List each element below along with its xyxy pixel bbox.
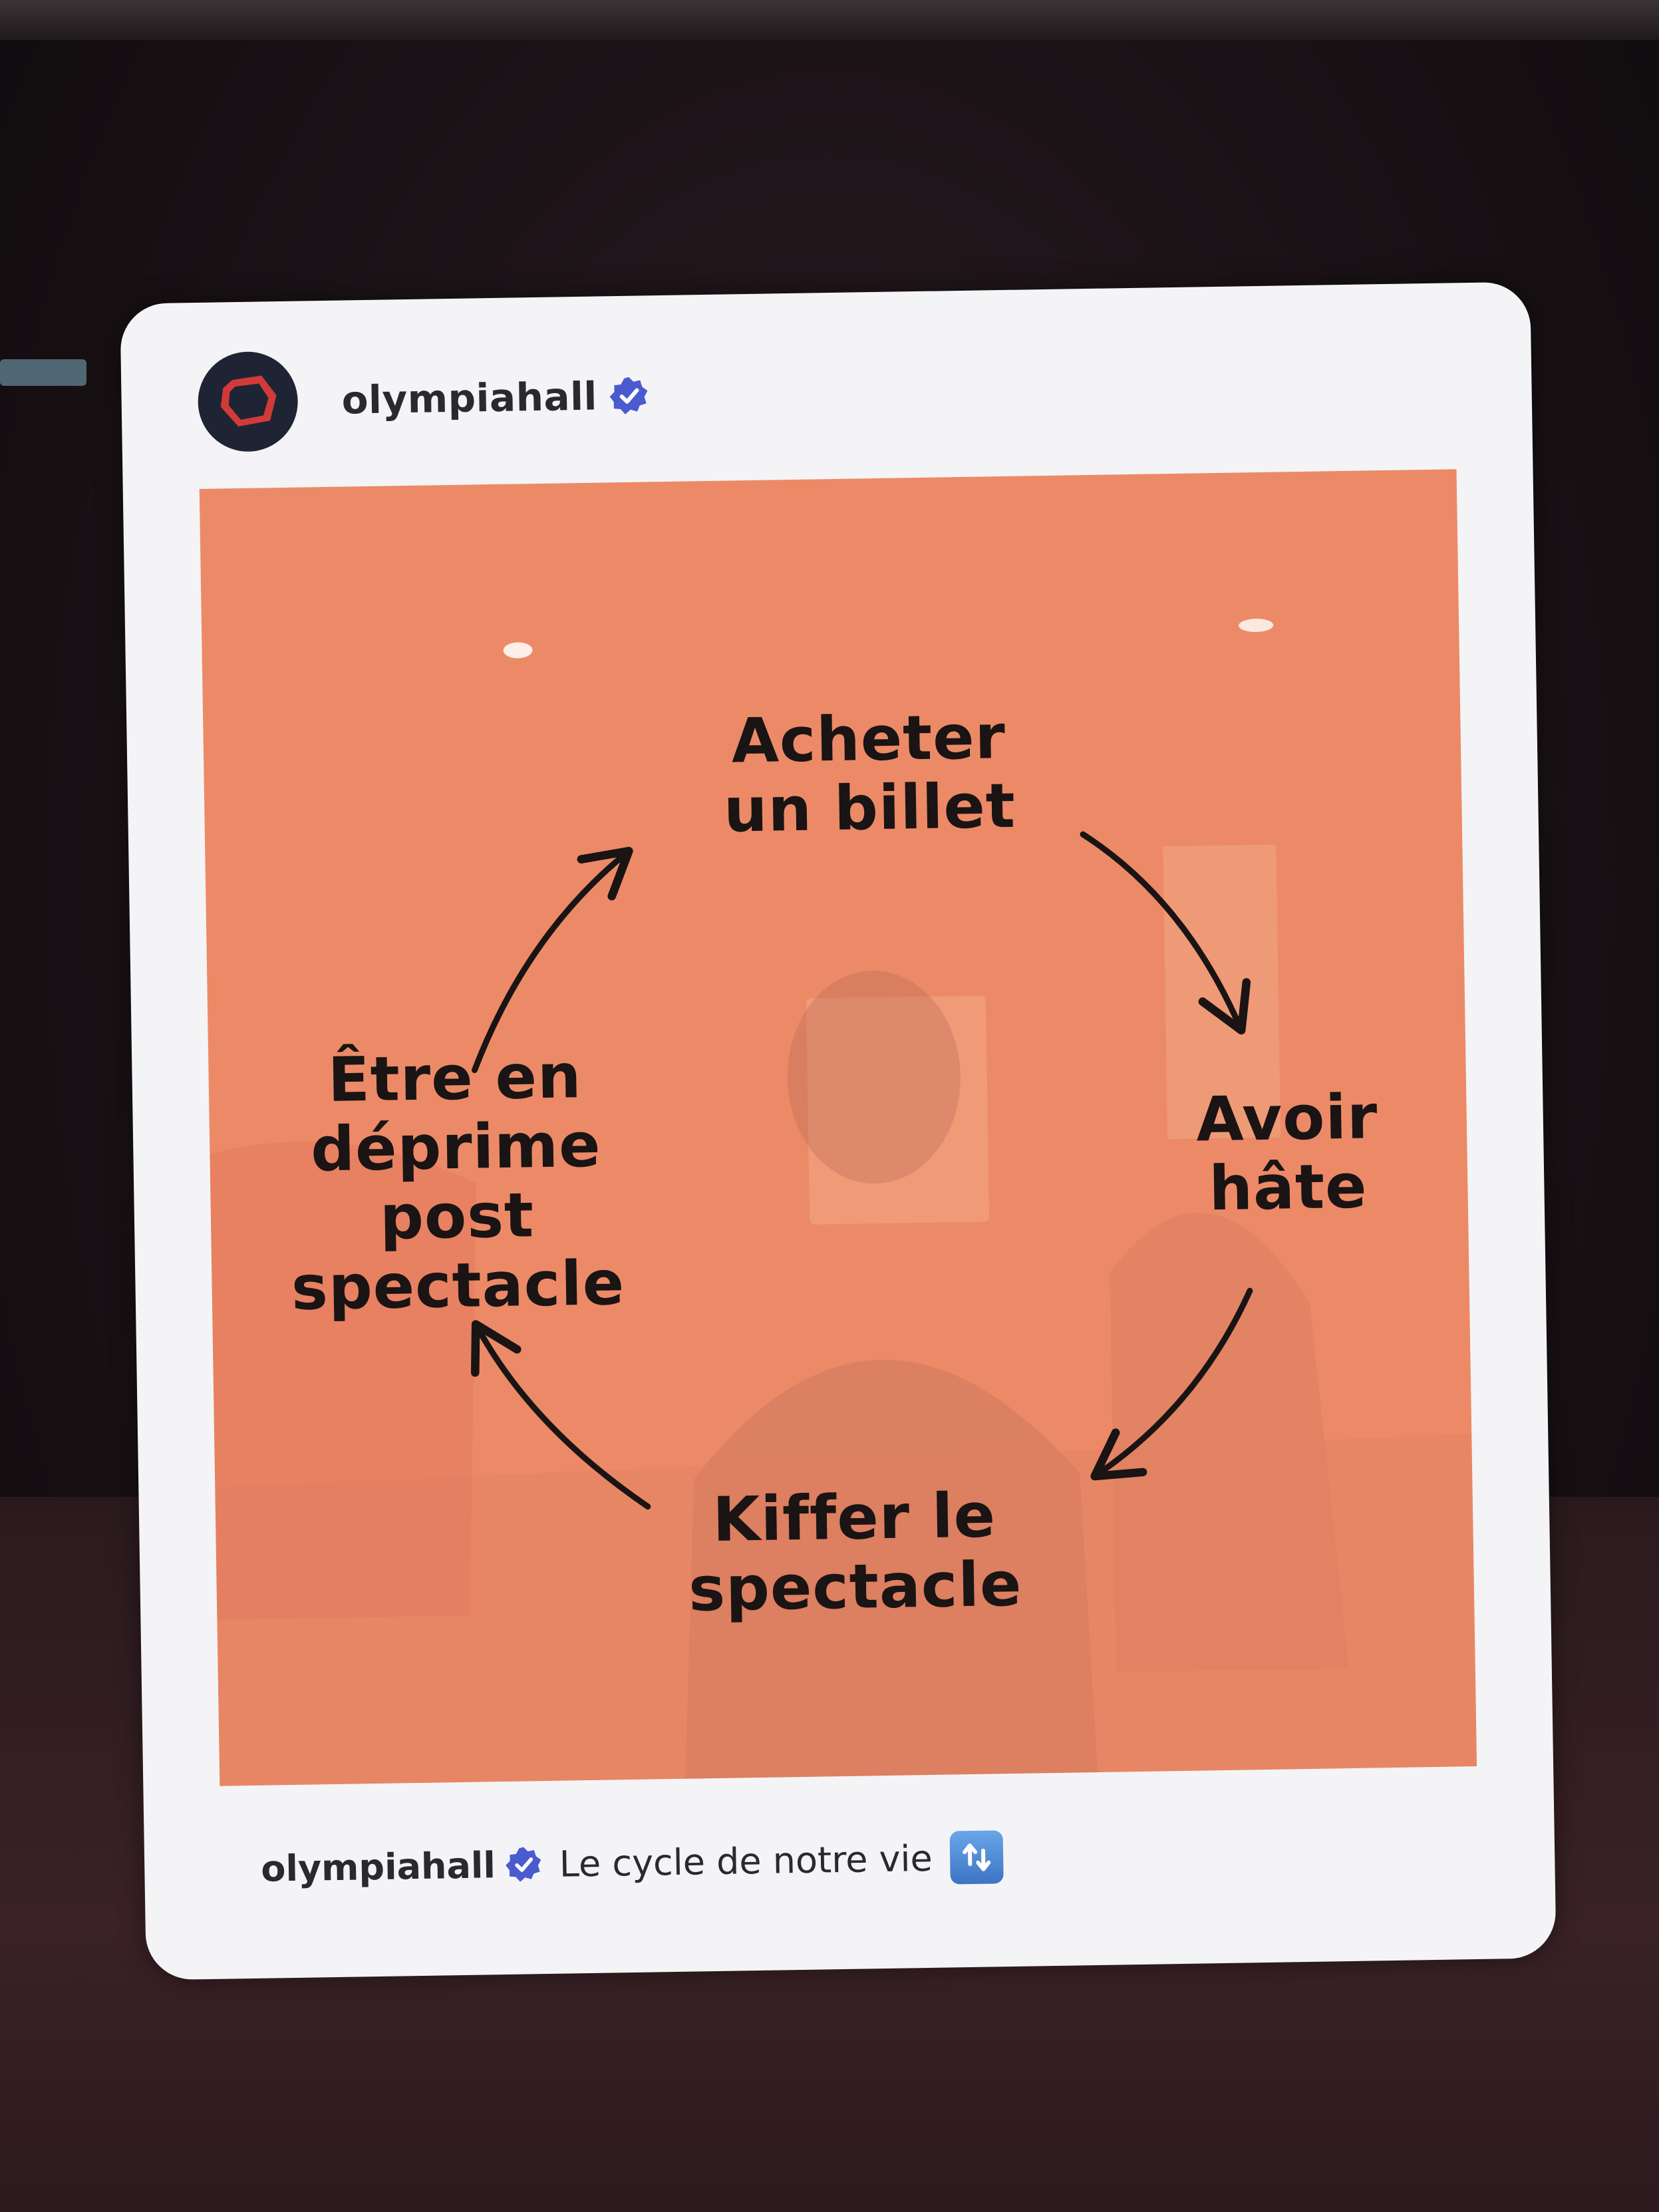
olympia-logo-icon [220,375,277,427]
cycle-step-buy-ticket: Acheter un billet [723,701,1016,846]
verified-badge-icon [609,375,649,416]
cycle-step-look-forward: Avoir hâte [1195,1081,1379,1225]
arrow-bottom-left [471,1320,651,1510]
repeat-button-icon [949,1830,1004,1885]
post-image: Acheter un billet Avoir hâte Kiffer le s… [199,469,1477,1786]
cycle-step-enjoy-show: Kiffer le spectacle [688,1480,1023,1625]
instagram-post-poster: olympiahall [120,281,1557,1980]
avatar[interactable] [197,351,299,452]
reflected-light [0,359,86,386]
caption-text: Le cycle de notre vie [559,1837,933,1885]
cycle-arrows [471,831,1253,1510]
arrow-top-right [1080,831,1251,1035]
ceiling-band [0,0,1659,40]
verified-badge-icon [504,1845,542,1883]
post-caption: olympiahall Le cycle de notre vie [261,1827,1004,1899]
caption-username[interactable]: olympiahall [260,1843,496,1890]
post-header: olympiahall [197,345,650,452]
arrow-right-bottom [1090,1287,1253,1481]
arrow-left-top [471,846,633,1074]
post-username[interactable]: olympiahall [341,373,598,423]
cycle-step-post-show-blues: Être en déprime post spectacle [291,1040,625,1324]
